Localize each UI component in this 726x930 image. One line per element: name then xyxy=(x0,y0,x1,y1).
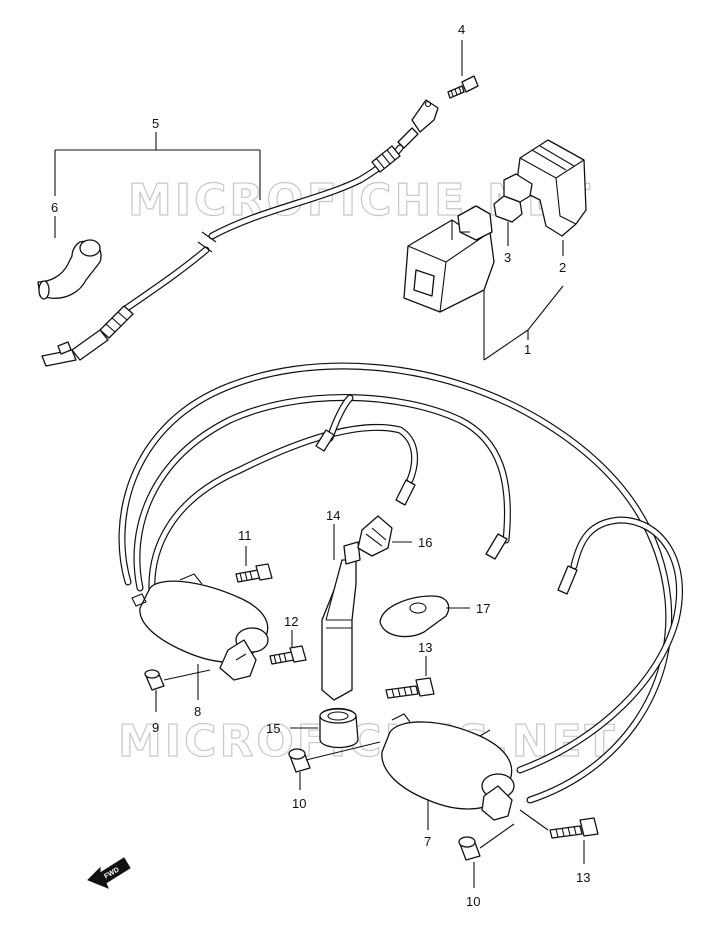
callouts: 4 5 6 3 2 1 14 16 11 17 12 13 9 8 15 10 … xyxy=(51,22,590,909)
part-9-spacer[interactable] xyxy=(144,669,165,691)
part-4-screw[interactable] xyxy=(447,75,479,99)
part-10-spacer-lower[interactable] xyxy=(458,836,481,861)
part-14-plug-cap[interactable] xyxy=(321,541,361,701)
callout-16: 16 xyxy=(418,535,432,550)
callout-13-upper: 13 xyxy=(418,640,432,655)
callout-1: 1 xyxy=(524,342,531,357)
part-6-boot[interactable] xyxy=(37,239,102,300)
callout-4: 4 xyxy=(458,22,465,37)
leader-lines xyxy=(54,40,585,888)
part-17-plate[interactable] xyxy=(379,595,450,638)
part-15-grommet[interactable] xyxy=(319,707,359,749)
callout-13-lower: 13 xyxy=(576,870,590,885)
part-11-bolt[interactable] xyxy=(235,563,273,583)
ignition-cables xyxy=(118,362,683,804)
part-1-connector[interactable] xyxy=(403,205,495,313)
part-12-bolt[interactable] xyxy=(269,645,307,665)
callout-12: 12 xyxy=(284,614,298,629)
callout-11: 11 xyxy=(238,528,252,543)
watermark-bottom: MICROFICHES.NET xyxy=(118,716,618,767)
callout-3: 3 xyxy=(504,250,511,265)
part-13-bolt-upper[interactable] xyxy=(385,677,435,699)
part-16-cap[interactable] xyxy=(357,515,393,557)
part-10-spacer-upper[interactable] xyxy=(288,748,311,773)
part-7-ignition-coil[interactable] xyxy=(381,713,515,821)
callout-6: 6 xyxy=(51,200,58,215)
callout-17: 17 xyxy=(476,601,490,616)
fwd-arrow-icon: FWD xyxy=(87,857,131,889)
part-2-connector-cover[interactable] xyxy=(515,139,587,237)
callout-7: 7 xyxy=(424,834,431,849)
part-8-ignition-coil[interactable] xyxy=(131,573,269,681)
callout-2: 2 xyxy=(559,260,566,275)
callout-9: 9 xyxy=(152,720,159,735)
part-3-terminal[interactable] xyxy=(493,173,533,223)
callout-14: 14 xyxy=(326,508,340,523)
callout-15: 15 xyxy=(266,721,280,736)
part-5-wire-lead[interactable] xyxy=(41,99,439,367)
part-13-bolt-lower[interactable] xyxy=(549,817,599,839)
callout-8: 8 xyxy=(194,704,201,719)
callout-10-lower: 10 xyxy=(466,894,480,909)
callout-5: 5 xyxy=(152,116,159,131)
callout-10-upper: 10 xyxy=(292,796,306,811)
